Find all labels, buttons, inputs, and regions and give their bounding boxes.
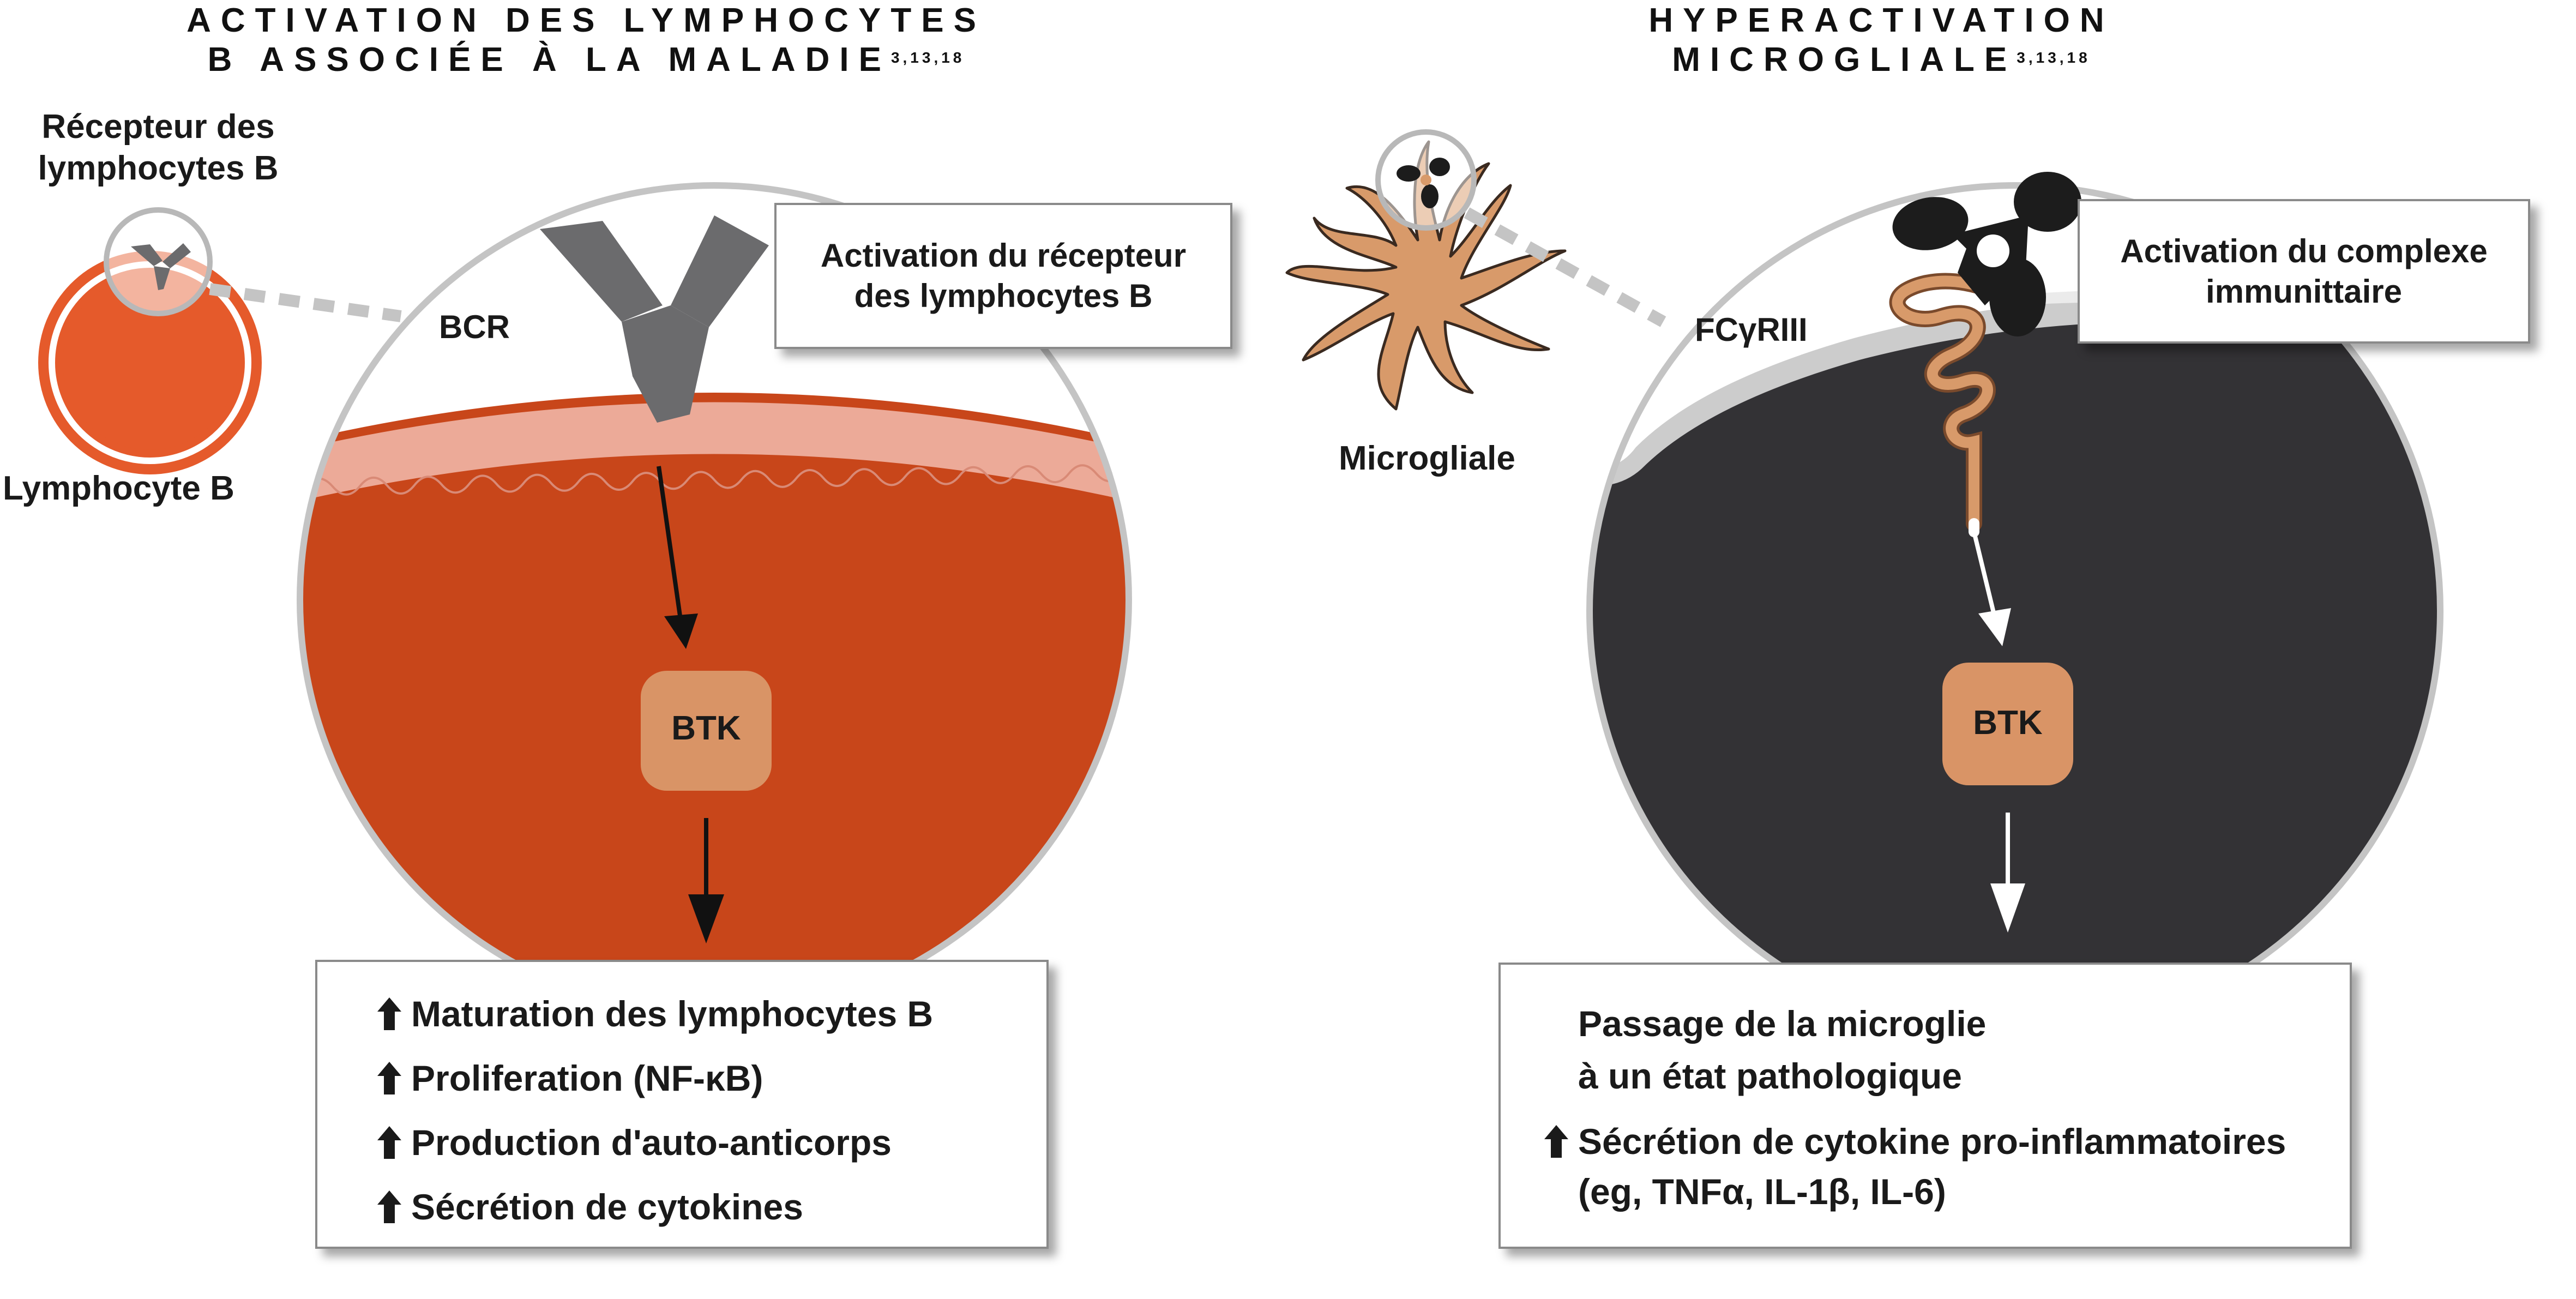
mini-immune-complex-icon: [1397, 158, 1450, 208]
receptor-label: Récepteur des lymphocytes B: [38, 108, 279, 187]
increase-arrow-icon: [377, 1062, 401, 1094]
fcgriii-receptor-icon: [1889, 273, 2026, 537]
bcr-activation-callout: Activation du récepteur des lymphocytes …: [774, 203, 1232, 349]
increase-arrow-icon: [377, 1126, 401, 1159]
fcgriii-label: FCγRIII: [1695, 311, 1808, 348]
outcome-item-detail: (eg, TNFα, IL-1β, IL-6): [1578, 1171, 1946, 1212]
outcome-item: Proliferation (NF-κB): [377, 1046, 1046, 1110]
outcome-item: Production d'auto-anticorps: [377, 1110, 1046, 1175]
outcome-item: Maturation des lymphocytes B: [377, 982, 1046, 1046]
zoom-connector-right: [1464, 207, 1666, 327]
increase-arrow-icon: [1544, 1125, 1568, 1158]
btk-label-right: BTK: [1973, 704, 2043, 742]
btk-box-left: [641, 671, 772, 791]
bcr-antibody-icon: [540, 215, 769, 423]
increase-arrow-icon: [377, 997, 401, 1030]
outcome-item: Sécrétion de cytokine pro-inflammatoires: [1544, 1116, 2350, 1166]
increase-arrow-icon: [377, 1190, 401, 1223]
immune-complex-icon: [1892, 172, 2081, 336]
outcome-item: Sécrétion de cytokines: [377, 1175, 1046, 1239]
left-panel-title: ACTIVATION DES LYMPHOCYTES B ASSOCIÉE À …: [186, 2, 986, 79]
outcome-intro-line: Passage de la microglie: [1578, 1003, 1987, 1044]
right-panel-title: HYPERACTIVATION MICROGLIALE3,13,18: [1648, 2, 2114, 79]
immune-complex-callout: Activation du complexe immunittaire: [2078, 199, 2530, 344]
btk-label-left: BTK: [671, 709, 741, 747]
cell-membrane: [300, 402, 1129, 507]
arrow-bcr-to-btk: [657, 466, 684, 628]
bcr-label: BCR: [439, 309, 510, 345]
microglia-outcomes-box: Passage de la microglie à un état pathol…: [1498, 963, 2352, 1249]
microglia-label: Microgliale: [1339, 440, 1515, 477]
btk-box-right: [1942, 663, 2073, 785]
lymphocyte-b-cell-icon: [38, 207, 262, 474]
arrow-receptor-to-btk: [1972, 531, 1998, 622]
microglia-cell-icon: [1285, 140, 1567, 411]
lymphocyte-outcomes-box: Maturation des lymphocytes B Proliferati…: [315, 960, 1049, 1249]
lymphocyte-label: Lymphocyte B: [3, 470, 234, 507]
outcome-intro-line: à un état pathologique: [1578, 1056, 1962, 1096]
